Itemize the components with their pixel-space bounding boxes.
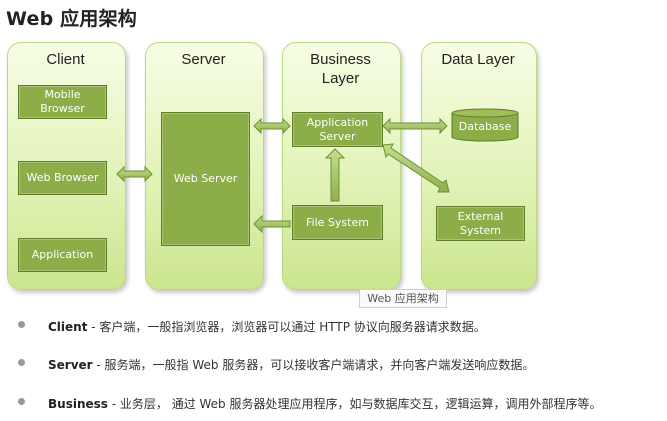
web-server-box: Web Server — [161, 112, 250, 246]
external-system-label: External System — [457, 209, 504, 237]
mobile-browser-label: Mobile Browser — [40, 88, 85, 115]
database-cylinder — [451, 108, 519, 142]
bullet-business-term: Business - 业务层， 通过 Web 服务器处理应用程序，如与数据库交互… — [48, 397, 602, 411]
application-box: Application — [18, 238, 107, 272]
application-server-label: Application Server — [306, 115, 369, 143]
bullet-dot — [18, 359, 25, 366]
application-server-box: Application Server — [292, 112, 383, 147]
diagram-caption: Web 应用架构 — [359, 289, 447, 308]
client-column-title: Client — [46, 51, 85, 68]
file-system-box: File System — [292, 205, 383, 240]
bullet-server-term: Server - 服务端，一般指 Web 服务器，可以接收客户端请求，并向客户端… — [48, 358, 535, 372]
application-label: Application — [31, 248, 94, 261]
webserver-appserver-arrow — [253, 117, 291, 135]
business-layer-column — [282, 42, 401, 290]
data-layer-column — [421, 42, 537, 290]
filesystem-webserver-arrow — [253, 214, 291, 234]
page-title: Web 应用架构 — [6, 8, 137, 30]
data-layer-column-title: Data Layer — [441, 51, 515, 68]
server-column-title: Server — [181, 51, 226, 68]
database-box: Database — [452, 113, 518, 139]
bullet-server-desc: - 服务端，一般指 Web 服务器，可以接收客户端请求，并向客户端发送响应数据。 — [92, 358, 535, 372]
mobile-browser-box: Mobile Browser — [18, 85, 107, 119]
appserver-database-arrow — [382, 117, 448, 135]
web-server-label: Web Server — [173, 172, 238, 185]
bullet-business-desc: - 业务层， 通过 Web 服务器处理应用程序，如与数据库交互，逻辑运算，调用外… — [107, 397, 602, 411]
bullet-dot — [18, 321, 25, 328]
bullet-client-term: Client - 客户端，一般指浏览器，浏览器可以通过 HTTP 协议向服务器请… — [48, 320, 486, 334]
filesystem-appserver-arrow — [324, 148, 346, 202]
web-browser-label: Web Browser — [26, 171, 99, 184]
client-server-arrow — [116, 165, 153, 183]
bullet-dot — [18, 398, 25, 405]
database-label: Database — [458, 119, 512, 133]
bullet-client-desc: - 客户端，一般指浏览器，浏览器可以通过 HTTP 协议向服务器请求数据。 — [87, 320, 486, 334]
web-browser-box: Web Browser — [18, 161, 107, 195]
appserver-external-arrow — [382, 143, 450, 193]
file-system-label: File System — [306, 215, 369, 229]
business-layer-column-title: Business Layer — [310, 51, 371, 87]
external-system-box: External System — [436, 206, 525, 241]
